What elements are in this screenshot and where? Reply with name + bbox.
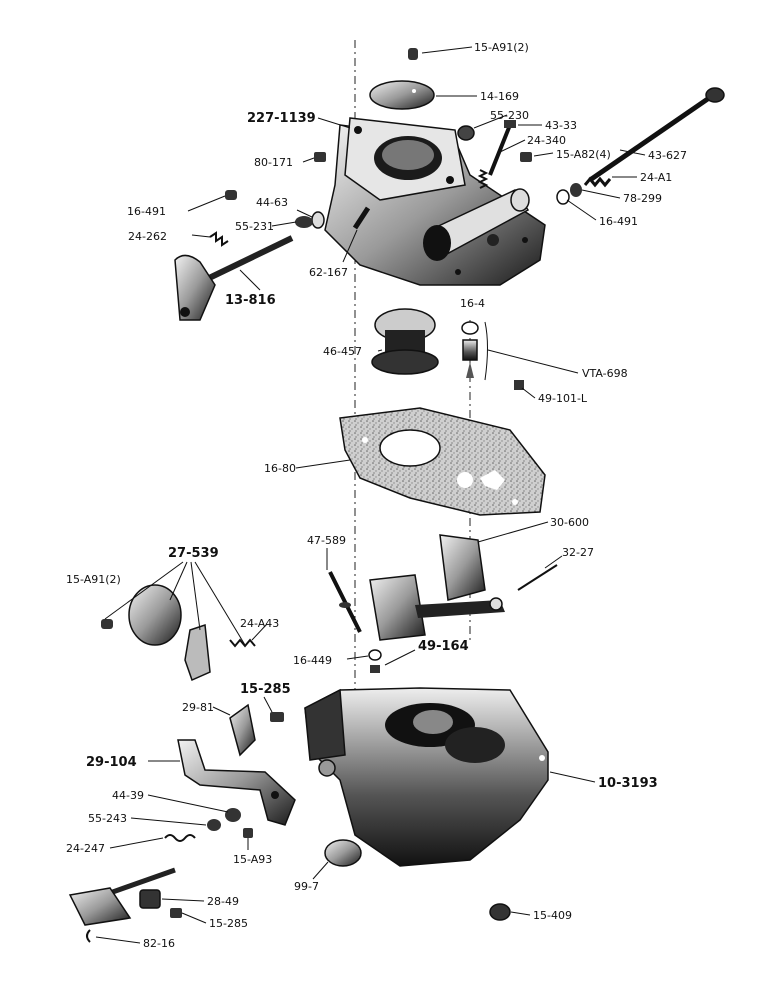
plug-99-7	[324, 839, 362, 867]
needle-47-589	[328, 571, 362, 633]
callout-24-247: 24-247	[66, 842, 105, 855]
screw-15-a93	[243, 828, 253, 838]
callout-47-589: 47-589	[307, 534, 346, 547]
callout-15-a93: 15-A93	[233, 853, 272, 866]
needle-49-101-l	[514, 380, 524, 390]
screw-80-171	[314, 152, 326, 162]
callout-15-a91-lower: 15-A91(2)	[66, 573, 121, 586]
callout-24-a43: 24-A43	[240, 617, 279, 630]
screw-15-42	[225, 190, 237, 200]
screw-15-285-upper	[270, 712, 284, 722]
callout-46-457: 46-457	[323, 345, 362, 358]
callout-16-4: 16-4	[460, 297, 485, 310]
callout-80-171: 80-171	[254, 156, 293, 169]
washer-55-231	[295, 216, 313, 228]
callout-24-340: 24-340	[527, 134, 566, 147]
washer-16-491	[556, 189, 570, 205]
gasket-16-80	[339, 407, 546, 516]
callout-62-167: 62-167	[309, 266, 348, 279]
swivel-28-49	[139, 889, 161, 909]
callout-15-a91-top: 15-A91(2)	[474, 41, 529, 54]
callout-15-285-lower: 15-285	[209, 917, 248, 930]
callout-15-285-upper: 15-285	[240, 682, 291, 697]
callout-44-39: 44-39	[112, 789, 144, 802]
callout-27-539: 27-539	[168, 546, 219, 561]
callout-15-409: 15-409	[533, 909, 572, 922]
callout-16-80: 16-80	[264, 462, 296, 475]
callout-55-231: 55-231	[235, 220, 274, 233]
spring-24-a1	[583, 176, 612, 188]
callout-99-7: 99-7	[294, 880, 319, 893]
spring-24-340	[477, 169, 489, 189]
seat-vta-698	[461, 321, 488, 381]
callout-28-49: 28-49	[207, 895, 239, 908]
callout-24-a1: 24-A1	[640, 171, 672, 184]
spring-55-230	[457, 125, 475, 141]
callout-32-27: 32-27	[562, 546, 594, 559]
callout-29-81: 29-81	[182, 701, 214, 714]
callout-13-816: 13-816	[225, 293, 276, 308]
washer-78-299	[570, 183, 582, 197]
callout-24-262: 24-262	[128, 230, 167, 243]
clip-82-16	[86, 929, 91, 943]
callout-16-491: 16-491	[599, 215, 638, 228]
washer-16-449	[368, 649, 382, 661]
throttle-shaft-13-816	[174, 235, 294, 321]
callout-55-230: 55-230	[490, 109, 529, 122]
callout-vta-698: VTA-698	[582, 367, 628, 380]
callout-14-169: 14-169	[480, 90, 519, 103]
callout-82-16: 82-16	[143, 937, 175, 950]
washer-44-39	[225, 808, 241, 822]
choke-plate-27-539	[128, 584, 256, 682]
callout-55-243: 55-243	[88, 812, 127, 825]
pin-32-27	[517, 564, 558, 591]
screw-15-a82	[520, 152, 532, 162]
throttle-body-casting	[324, 117, 546, 286]
needle-43-33	[488, 120, 516, 176]
callout-15-42: 16-491	[127, 205, 166, 218]
float-valve-46-457	[371, 308, 439, 375]
screw-15-a91-lower	[101, 619, 113, 629]
callout-78-299: 78-299	[623, 192, 662, 205]
leader-lines	[95, 46, 646, 944]
callout-49-164: 49-164	[418, 639, 469, 654]
choke-lever-29-81	[229, 703, 256, 757]
plug-15-409	[489, 903, 511, 921]
float-30-600	[369, 534, 505, 641]
screw-15-285-lower	[170, 908, 182, 918]
washer-55-243	[207, 819, 221, 831]
callout-16-449: 16-449	[293, 654, 332, 667]
adjusting-needle-43-627	[588, 87, 725, 183]
choke-bracket-29-104	[177, 739, 296, 826]
cover-plate	[369, 80, 435, 110]
washer-44-63	[311, 211, 325, 229]
callout-10-3193: 10-3193	[598, 776, 658, 791]
callout-30-600: 30-600	[550, 516, 589, 529]
callout-44-63: 44-63	[256, 196, 288, 209]
bowl-10-3193	[304, 687, 549, 867]
callout-49-101-l: 49-101-L	[538, 392, 588, 405]
needle-49-164	[370, 665, 380, 673]
callout-227-1139: 227-1139	[247, 111, 316, 126]
spring-24-247	[164, 834, 196, 842]
callout-labels: 15-A91(2) 14-169 227-1139 55-230 43-33 2…	[66, 41, 687, 950]
choke-shaft	[68, 867, 176, 926]
pin-62-167	[352, 206, 371, 230]
callout-43-627: 43-627	[648, 149, 687, 162]
callout-29-104: 29-104	[86, 755, 137, 770]
spring-24-262	[209, 231, 229, 247]
callout-43-33: 43-33	[545, 119, 577, 132]
screw-top	[408, 48, 418, 60]
callout-15-a82: 15-A82(4)	[556, 148, 611, 161]
